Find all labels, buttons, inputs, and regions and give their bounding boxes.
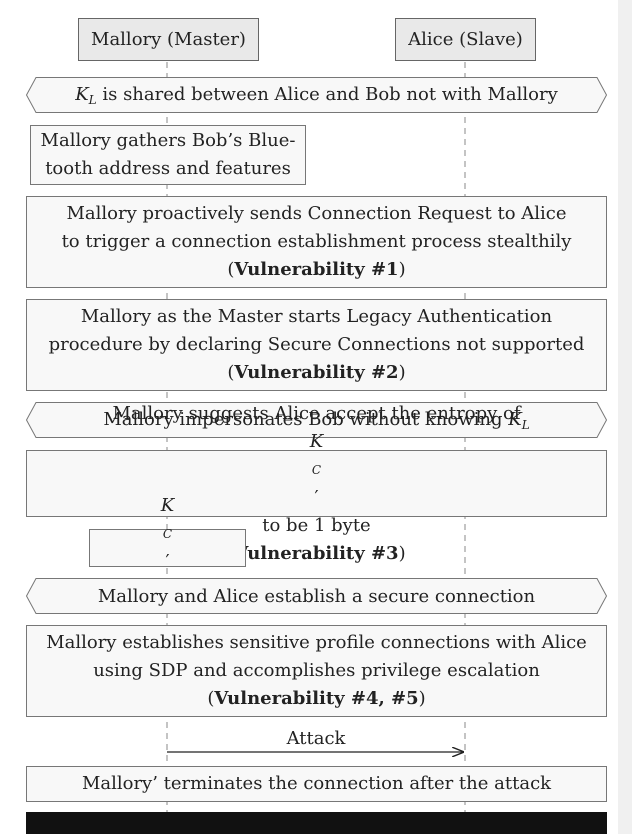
- gather-address-box: Mallory gathers Bob’s Blue- tooth addres…: [30, 125, 306, 185]
- secure-connection-note: Mallory and Alice establish a secure con…: [26, 578, 607, 614]
- actor-slave: Alice (Slave): [395, 18, 536, 61]
- legacy-auth-box: Mallory as the Master starts Legacy Auth…: [26, 299, 607, 391]
- connection-request-box: Mallory proactively sends Connection Req…: [26, 196, 607, 288]
- terminate-box: Mallory’ terminates the connection after…: [26, 766, 607, 802]
- impersonation-text: Mallory impersonates Bob without knowing…: [103, 408, 530, 432]
- hexagon-shape: [26, 77, 607, 113]
- brute-force-box: KC′ brute-force: [89, 495, 246, 600]
- vulnerability-4-5-label: Vulnerability #4, #5: [214, 688, 419, 709]
- shared-key-text: KL is shared between Alice and Bob not w…: [75, 83, 558, 107]
- vulnerability-2-label: Vulnerability #2: [234, 362, 399, 383]
- secure-connection-text: Mallory and Alice establish a secure con…: [97, 585, 536, 607]
- page-edge: [618, 0, 632, 834]
- actor-master: Mallory (Master): [78, 18, 259, 61]
- attack-label: Attack: [286, 728, 346, 749]
- impersonation-note: Mallory impersonates Bob without knowing…: [26, 402, 607, 438]
- shared-key-note: KL is shared between Alice and Bob not w…: [26, 77, 607, 113]
- vulnerability-3-label: Vulnerability #3: [234, 542, 399, 564]
- entropy-box: Mallory suggests Alice accept the entrop…: [26, 403, 607, 564]
- vulnerability-1-label: Vulnerability #1: [234, 259, 399, 280]
- hexagon-shape: [26, 578, 607, 614]
- privilege-escalation-box: Mallory establishes sensitive profile co…: [26, 625, 607, 717]
- hexagon-shape: [26, 402, 607, 438]
- bottom-bar: [26, 812, 607, 834]
